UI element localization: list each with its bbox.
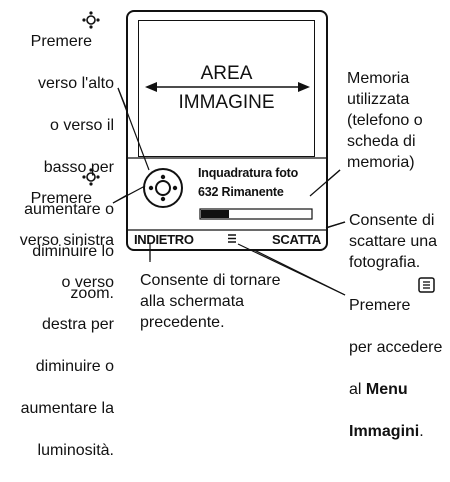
zoom-callout: Premere verso l'alto o verso il basso pe… <box>2 10 114 325</box>
memory-callout: Memoria utilizzata (telefono o scheda di… <box>347 70 423 171</box>
brightness-callout: Premere verso sinistra o verso destra pe… <box>2 167 114 482</box>
shoot-callout: Consente di scattare una fotografia. <box>349 212 438 271</box>
back-callout: Consente di tornare alla schermata prece… <box>140 272 281 331</box>
brightness-line6: aumentare la <box>20 400 114 417</box>
brightness-line4: destra per <box>41 316 114 333</box>
menu-line1: Premere <box>349 297 411 314</box>
brightness-line3: o verso <box>61 274 114 291</box>
nav-icon-inline-zoom <box>82 11 100 29</box>
zoom-line7: zoom. <box>70 285 114 302</box>
zoom-line1: Premere <box>30 33 92 50</box>
nav-icon-inline-brightness <box>82 168 100 186</box>
viewfinder-label-line1: AREA <box>200 63 253 84</box>
brightness-line5: diminuire o <box>35 358 114 375</box>
status-line2: 632 Rimanente <box>198 185 284 199</box>
menu-line2: per accedere <box>349 339 443 356</box>
softkey-shoot[interactable]: SCATTA <box>272 232 321 247</box>
status-line1: Inquadratura foto <box>198 166 299 180</box>
viewfinder-area <box>138 20 315 157</box>
menu-key-icon-inline <box>418 277 435 293</box>
brightness-line7: luminosità. <box>37 442 114 459</box>
brightness-line2: verso sinistra <box>19 232 114 249</box>
zoom-line4: basso per <box>43 159 114 176</box>
softkey-back[interactable]: INDIETRO <box>134 232 194 247</box>
zoom-line5: aumentare o <box>24 201 114 218</box>
menu-bold-2: Immagini <box>349 423 420 440</box>
viewfinder-label-line2: IMMAGINE <box>178 92 275 113</box>
zoom-line2: verso l'alto <box>38 75 114 92</box>
menu-line3: al <box>349 381 362 398</box>
zoom-line6: diminuire lo <box>32 243 114 260</box>
zoom-line3: o verso il <box>49 117 114 134</box>
brightness-line1: Premere <box>30 190 92 207</box>
overlay-lines <box>112 82 346 296</box>
menu-bold-1: Menu <box>365 381 408 398</box>
menu-callout: Premere per accedere al Menu Immagini. <box>349 274 449 463</box>
menu-period: . <box>419 423 424 440</box>
